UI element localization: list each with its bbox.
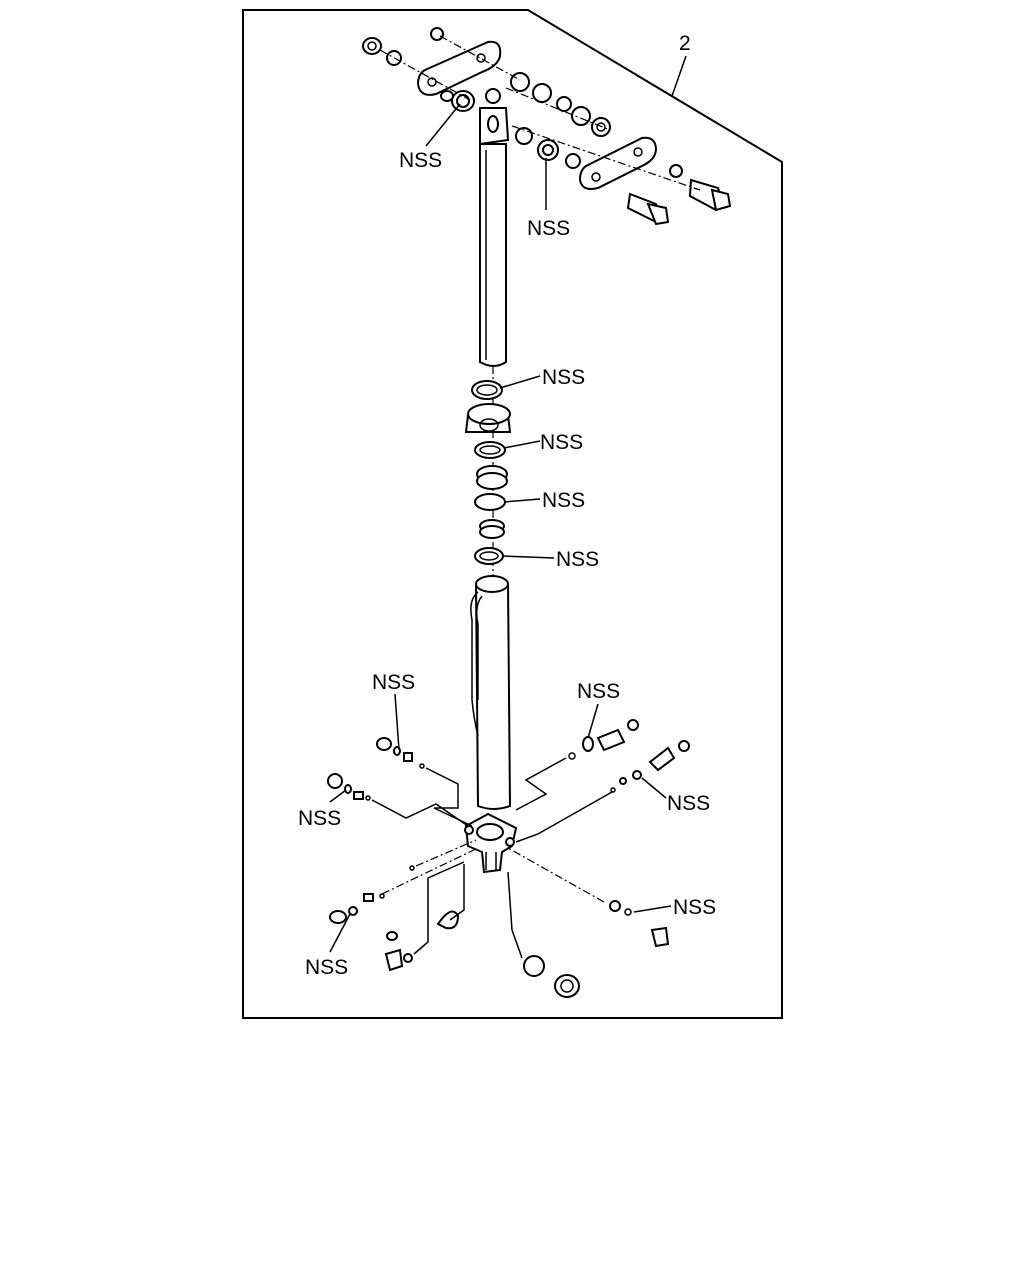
nss-label-5: NSS <box>503 489 585 512</box>
svg-text:NSS: NSS <box>542 366 585 389</box>
seal-stack <box>464 380 512 565</box>
svg-text:NSS: NSS <box>556 548 599 571</box>
upper-tube <box>479 143 507 367</box>
diagram-frame <box>242 9 783 1019</box>
nss-label-10: NSS <box>641 777 710 815</box>
callout-number: 2 <box>679 32 691 55</box>
base-housing <box>464 812 518 874</box>
svg-text:NSS: NSS <box>527 217 570 240</box>
svg-text:NSS: NSS <box>542 489 585 512</box>
lower-tube <box>470 575 512 810</box>
nss-label-6: NSS <box>502 548 599 571</box>
svg-text:NSS: NSS <box>305 956 348 979</box>
nss-label-4: NSS <box>503 431 583 454</box>
svg-text:NSS: NSS <box>298 807 341 830</box>
nss-label-2: NSS <box>527 158 570 240</box>
svg-text:NSS: NSS <box>667 792 710 815</box>
svg-text:NSS: NSS <box>540 431 583 454</box>
nss-label-7: NSS <box>372 671 415 751</box>
nss-label-8: NSS <box>577 680 620 739</box>
svg-text:NSS: NSS <box>399 149 442 172</box>
callout-leader <box>671 55 687 97</box>
nss-label-1: NSS <box>399 103 461 172</box>
base-fittings <box>327 719 690 998</box>
nss-label-9: NSS <box>298 789 347 830</box>
nss-label-12: NSS <box>305 913 351 979</box>
top-linkage <box>362 27 732 226</box>
svg-text:NSS: NSS <box>577 680 620 703</box>
svg-text:NSS: NSS <box>673 896 716 919</box>
nss-label-3: NSS <box>499 366 585 389</box>
nss-label-11: NSS <box>633 896 716 919</box>
svg-text:NSS: NSS <box>372 671 415 694</box>
